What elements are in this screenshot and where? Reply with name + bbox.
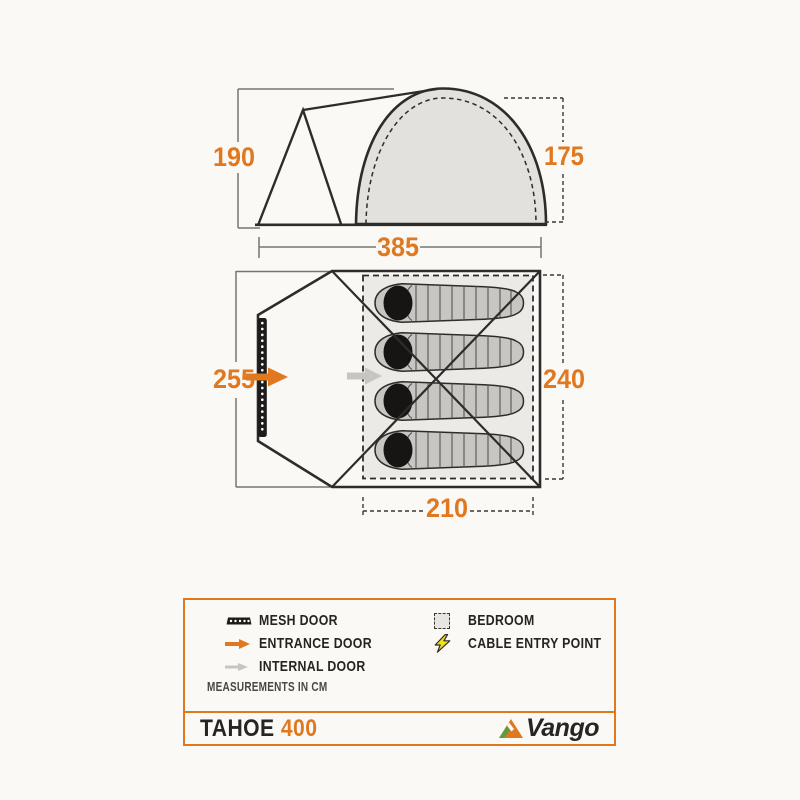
legend-item-cable-entry: CABLE ENTRY POINT — [434, 632, 631, 655]
dimension-label-175: 175 — [544, 141, 584, 171]
sleeping-bag-hood — [383, 285, 413, 321]
pole-cross-lines — [331, 270, 541, 488]
legend-label: INTERNAL DOOR — [259, 658, 366, 675]
legend-label: BEDROOM — [468, 612, 535, 629]
dimension-line-210 — [362, 497, 534, 517]
sleeping-bag — [374, 332, 525, 372]
legend-item-internal-door: INTERNAL DOOR — [225, 655, 397, 678]
sleeping-bag-hood — [383, 334, 413, 370]
legend-footer: TAHOE 400 Vango — [185, 711, 614, 744]
dimension-label-255: 255 — [213, 364, 255, 394]
dimension-label-190: 190 — [213, 142, 255, 172]
internal-arrow-icon — [225, 661, 259, 673]
entrance-arrow-icon — [225, 638, 259, 650]
legend-label: MESH DOOR — [259, 612, 338, 629]
vango-triangle-icon — [499, 719, 524, 738]
internal-door-arrow — [347, 367, 382, 385]
legend-box: MESH DOOR ENTRANCE DOOR INTERNAL DOOR — [183, 598, 616, 746]
model-title: TAHOE 400 — [200, 715, 317, 743]
model-number: 400 — [280, 714, 318, 742]
legend-body: MESH DOOR ENTRANCE DOOR INTERNAL DOOR — [185, 600, 614, 711]
tent-diagram: 190 175 385 — [213, 87, 585, 523]
vango-logo: Vango — [498, 714, 599, 743]
brand-name: Vango — [526, 714, 599, 742]
dimension-line-385 — [258, 237, 542, 258]
sleeping-bag-hood — [383, 383, 413, 419]
lightning-bolt-icon — [434, 634, 468, 653]
dimension-label-240: 240 — [543, 364, 585, 394]
sleeping-bag — [374, 283, 525, 323]
dimension-label-385: 385 — [377, 232, 419, 262]
model-name: TAHOE — [200, 714, 275, 742]
measurements-note: MEASUREMENTS IN CM — [207, 680, 328, 694]
dimension-bracket-240 — [543, 274, 564, 480]
legend-item-entrance-door: ENTRANCE DOOR — [225, 632, 397, 655]
legend-item-bedroom: BEDROOM — [434, 609, 631, 632]
tent-dome-inner-dashed — [365, 97, 537, 225]
tent-ridge-line — [302, 87, 438, 112]
dimension-bracket-190 — [237, 88, 394, 229]
entrance-door-arrow — [246, 367, 288, 387]
sleeping-bag — [374, 381, 525, 421]
dimension-bracket-255 — [235, 270, 330, 488]
dimension-label-210: 210 — [426, 493, 468, 523]
dimension-bracket-175 — [504, 97, 564, 223]
mesh-door-icon — [225, 615, 259, 627]
bedroom-swatch-icon — [434, 612, 468, 629]
sleeping-bag-hood — [383, 432, 413, 468]
legend-label: CABLE ENTRY POINT — [468, 635, 602, 652]
legend-label: ENTRANCE DOOR — [259, 635, 372, 652]
tent-floor-plan: 255 240 210 — [213, 269, 585, 523]
sleeping-bags — [374, 283, 525, 470]
tent-side-view: 190 175 385 — [213, 87, 584, 262]
legend-item-mesh-door: MESH DOOR — [225, 609, 397, 632]
tent-dome — [354, 87, 548, 226]
sleeping-bag — [374, 430, 525, 470]
tent-porch-profile — [257, 106, 343, 225]
